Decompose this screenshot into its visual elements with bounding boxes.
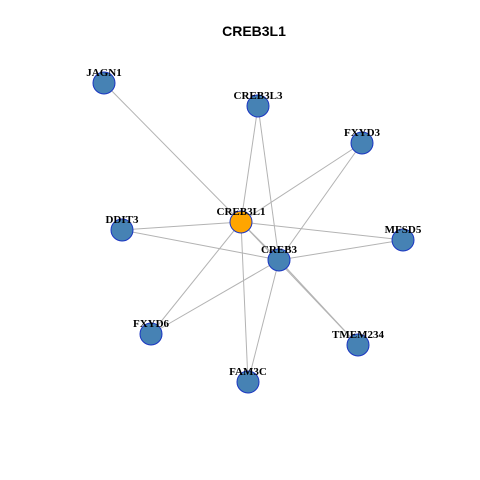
- edge-creb3l1-jagn1: [103, 82, 242, 223]
- node-circle-fxyd6[interactable]: [139, 322, 163, 346]
- edge-creb3-mfsd5: [278, 239, 404, 261]
- node-label-creb3l1: CREB3L1: [217, 206, 266, 218]
- node-label-fxyd6: FXYD6: [133, 318, 170, 330]
- edge-creb3l1-mfsd5: [240, 221, 404, 241]
- node-tmem234[interactable]: TMEM234: [332, 329, 384, 357]
- node-circle-fxyd3[interactable]: [350, 131, 374, 155]
- node-circle-ddit3[interactable]: [110, 218, 134, 242]
- node-circle-jagn1[interactable]: [92, 71, 116, 95]
- graph-title: CREB3L1: [222, 23, 286, 39]
- node-circle-mfsd5[interactable]: [391, 228, 415, 252]
- edge-creb3l1-fam3c: [240, 221, 249, 383]
- node-circle-fam3c[interactable]: [236, 370, 260, 394]
- node-label-fam3c: FAM3C: [229, 366, 267, 378]
- node-label-tmem234: TMEM234: [332, 329, 384, 341]
- edge-creb3-fxyd6: [150, 259, 280, 335]
- node-label-fxyd3: FXYD3: [344, 127, 381, 139]
- node-label-jagn1: JAGN1: [86, 67, 121, 79]
- node-ddit3[interactable]: DDIT3: [105, 214, 139, 242]
- nodes-layer: CREB3L1 JAGN1CREB3L3FXYD3DDIT3MFSD5CREB3F…: [86, 67, 422, 394]
- node-circle-creb3[interactable]: [267, 248, 291, 272]
- edge-creb3-fxyd3: [278, 142, 363, 261]
- node-fxyd6[interactable]: FXYD6: [133, 318, 170, 346]
- node-label-creb3: CREB3: [261, 244, 298, 256]
- edge-creb3l1-ddit3: [121, 221, 242, 231]
- node-jagn1[interactable]: JAGN1: [86, 67, 122, 95]
- node-circle-creb3l3[interactable]: [246, 94, 270, 118]
- edge-creb3-creb3l3: [257, 105, 280, 261]
- edge-creb3l1-creb3l3: [240, 105, 259, 223]
- node-label-creb3l3: CREB3L3: [234, 90, 283, 102]
- node-fxyd3[interactable]: FXYD3: [344, 127, 381, 155]
- node-creb3l3[interactable]: CREB3L3: [234, 90, 283, 118]
- edge-creb3l1-fxyd6: [150, 221, 242, 335]
- node-creb3[interactable]: CREB3: [261, 244, 298, 272]
- node-mfsd5[interactable]: MFSD5: [385, 224, 422, 252]
- node-label-mfsd5: MFSD5: [385, 224, 422, 236]
- edge-creb3-tmem234: [278, 259, 359, 346]
- node-circle-tmem234[interactable]: [346, 333, 370, 357]
- node-creb3l1[interactable]: CREB3L1: [217, 206, 266, 234]
- node-fam3c[interactable]: FAM3C: [229, 366, 267, 394]
- edge-creb3-fam3c: [247, 259, 280, 383]
- node-circle-creb3l1[interactable]: [229, 210, 253, 234]
- edge-creb3-ddit3: [121, 229, 280, 261]
- node-label-ddit3: DDIT3: [105, 214, 139, 226]
- edge-creb3l1-fxyd3: [240, 142, 363, 223]
